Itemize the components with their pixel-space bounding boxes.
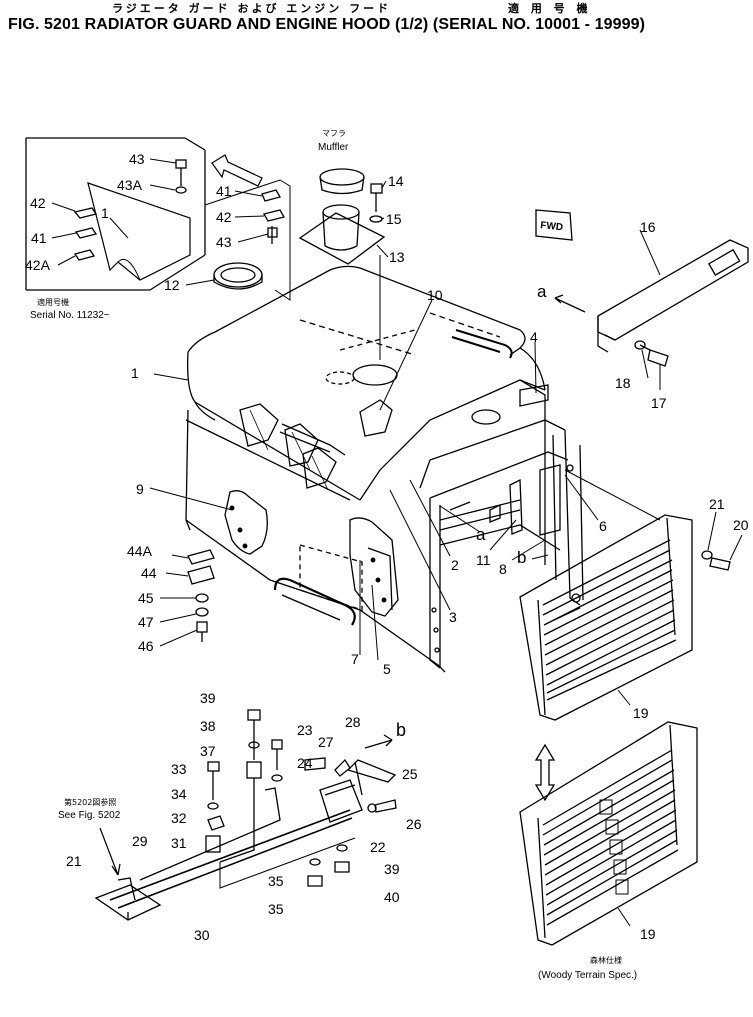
ref-b-label: b — [517, 548, 526, 567]
callout-43: 43 — [216, 234, 232, 250]
callout-35: 34 — [171, 786, 187, 802]
callout-32: 31 — [171, 835, 187, 851]
callout-3: 3 — [449, 609, 457, 625]
see-fig-jp-label: 第5202図参照 — [64, 797, 116, 807]
callout-2: 2 — [451, 557, 459, 573]
callout-41: 41 — [31, 230, 47, 246]
callout-14: 14 — [388, 173, 404, 189]
callout-1: 1 — [131, 365, 139, 381]
callout-33: 32 — [171, 810, 187, 826]
ref-a-label: a — [476, 525, 486, 544]
callout-39: 38 — [200, 718, 216, 734]
callout-42: 42 — [216, 209, 232, 225]
callout-42: 42 — [30, 195, 46, 211]
latch-assembly — [94, 709, 397, 921]
ref-b-label: b — [396, 720, 406, 740]
callout-30: 29 — [132, 833, 148, 849]
swap-arrow — [534, 743, 556, 802]
callout-17: 17 — [651, 395, 667, 411]
callout-18: 18 — [615, 375, 631, 391]
callout-10: 10 — [427, 287, 443, 303]
callout-21: 21 — [709, 496, 725, 512]
woody-jp-label: 森林仕様 — [590, 955, 622, 965]
see-fig-en-label: See Fig. 5202 — [58, 810, 121, 821]
bolt-14 — [369, 183, 383, 223]
leader-lines — [51, 158, 743, 927]
callout-46: 46 — [138, 638, 154, 654]
fasteners-44-47 — [187, 549, 215, 642]
callout-27: 26 — [406, 816, 422, 832]
callout-25: 24 — [297, 755, 313, 771]
fwd-label: FWD — [540, 220, 564, 233]
serial-jp-label: 適用号機 — [37, 297, 69, 307]
callout-47: 47 — [138, 614, 154, 630]
callout-36: 35 — [268, 901, 284, 917]
callout-12: 12 — [164, 277, 180, 293]
figure-title: FIG. 5201 RADIATOR GUARD AND ENGINE HOOD… — [8, 16, 646, 33]
callout-16: 16 — [640, 219, 656, 235]
callout-24: 23 — [297, 722, 313, 738]
hood-fasteners — [204, 179, 291, 301]
radiator-frame — [359, 379, 584, 669]
woody-en-label: (Woody Terrain Spec.) — [538, 970, 637, 981]
callout-43a: 43A — [117, 177, 143, 193]
callout-35: 35 — [268, 873, 284, 889]
muffler — [298, 168, 386, 265]
callout-26: 25 — [402, 766, 418, 782]
callout-5: 5 — [383, 661, 391, 677]
muffler-jp-label: マフラ — [322, 129, 346, 138]
inset-detail — [25, 137, 206, 291]
callout-44: 44 — [141, 565, 157, 581]
japanese-applicability: 適 用 号 機 — [508, 2, 592, 15]
radiator-guard-19-woody — [519, 721, 698, 946]
callout-37: 37 — [200, 743, 216, 759]
callout-9: 9 — [136, 481, 144, 497]
callout-29: 28 — [345, 714, 361, 730]
callout-44a: 44A — [127, 543, 153, 559]
callout-1-inset: 1 — [101, 205, 109, 221]
callout-41: 41 — [216, 183, 232, 199]
callout-42a: 42A — [25, 257, 51, 273]
callout-45: 45 — [138, 590, 154, 606]
callout-22: 21 — [66, 853, 82, 869]
callout-13: 13 — [389, 249, 405, 265]
callout-11: 11 — [476, 552, 491, 568]
engine-hood — [185, 265, 546, 673]
radiator-guard-19-upper — [519, 514, 731, 721]
ref-a-label: a — [537, 282, 547, 301]
ring-12 — [213, 262, 263, 290]
callout-15: 15 — [386, 211, 402, 227]
japanese-title: ラジエータ ガード および エンジン フード — [112, 2, 392, 15]
header: ラジエータ ガード および エンジン フード 適 用 号 機 FIG. 5201… — [0, 0, 753, 40]
callout-20: 20 — [733, 517, 749, 533]
callout-34: 33 — [171, 761, 187, 777]
callout-7: 7 — [351, 651, 359, 667]
callout-43: 43 — [129, 151, 145, 167]
muffler-en-label: Muffler — [318, 142, 349, 153]
callout-8: 8 — [499, 561, 507, 577]
callout-6: 6 — [599, 518, 607, 534]
callout-31: 30 — [194, 927, 210, 943]
callout-39: 39 — [384, 861, 400, 877]
callout-19: 19 — [633, 705, 649, 721]
callout-28: 27 — [318, 734, 334, 750]
guard-16 — [535, 209, 749, 367]
callout-40: 40 — [384, 889, 400, 905]
callout-23: 22 — [370, 839, 386, 855]
callout-labels: マフラ Muffler FWD 適用号機 Serial No. 11232~ 第… — [25, 129, 749, 981]
callout-38: 39 — [200, 690, 216, 706]
serial-en-label: Serial No. 11232~ — [30, 310, 110, 321]
callout-19-woody: 19 — [640, 926, 656, 942]
callout-4: 4 — [530, 329, 538, 345]
